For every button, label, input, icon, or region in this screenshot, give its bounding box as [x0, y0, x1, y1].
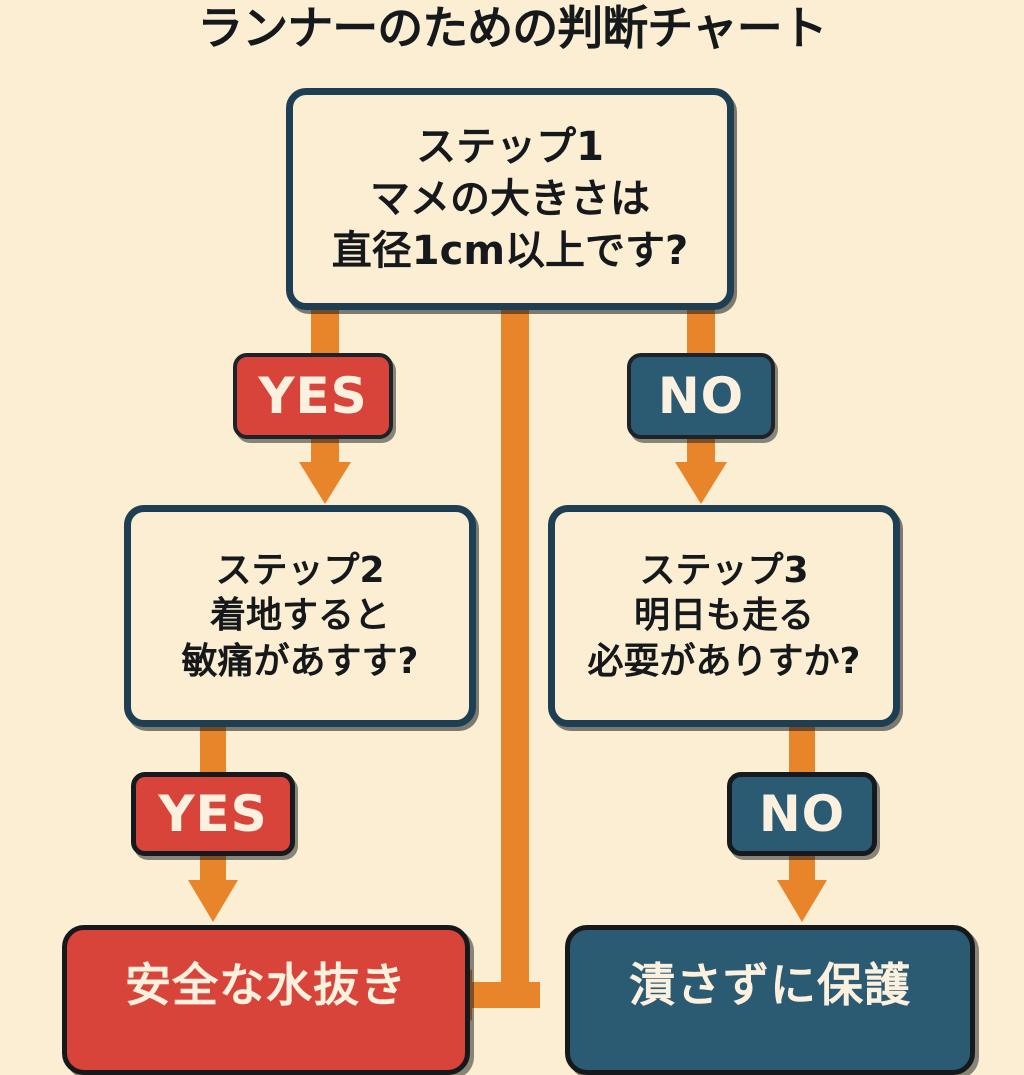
- step3-line-2: 明日も走る: [633, 595, 814, 637]
- edge-step3-no-arrowhead: [777, 880, 827, 922]
- edge-center-to-drain-line: [470, 982, 540, 1008]
- step1-line-3: 直径1cm以上です?: [331, 228, 689, 274]
- result-box-safe-drain[interactable]: 安全な水抜き: [62, 925, 470, 1075]
- badge-no-step3[interactable]: NO: [727, 772, 877, 856]
- step3-line-3: 必耍がありすか?: [587, 640, 861, 682]
- edge-step2-yes-arrowhead: [188, 880, 238, 922]
- badge-yes-step2-label: YES: [158, 785, 268, 843]
- step1-line-2: マメの大きさは: [370, 176, 650, 222]
- badge-yes-step1-label: YES: [258, 367, 368, 425]
- badge-yes-step1[interactable]: YES: [233, 353, 393, 439]
- badge-yes-step2[interactable]: YES: [131, 772, 295, 856]
- step2-line-1: ステップ2: [215, 549, 385, 591]
- page-title: ランナーのための判断チャート: [197, 1, 828, 55]
- decision-box-step3[interactable]: ステップ3 明日も走る 必耍がありすか?: [548, 505, 900, 727]
- badge-no-step1-label: NO: [657, 367, 745, 425]
- decision-box-step2[interactable]: ステップ2 着地すると 敏痛があすす?: [124, 505, 476, 727]
- edge-step1-center-line: [501, 306, 529, 996]
- step2-line-3: 敏痛があすす?: [181, 640, 419, 682]
- step1-line-1: ステップ1: [416, 124, 604, 170]
- badge-no-step3-label: NO: [758, 785, 846, 843]
- result-box-protect-label: 漬さずに保護: [629, 958, 911, 1012]
- edge-step1-no-arrowhead: [675, 462, 727, 504]
- edge-step1-yes-arrowhead: [299, 462, 351, 504]
- badge-no-step1[interactable]: NO: [627, 353, 775, 439]
- result-box-safe-drain-label: 安全な水抜き: [125, 958, 407, 1012]
- result-box-protect[interactable]: 漬さずに保護: [565, 925, 975, 1075]
- step2-line-2: 着地すると: [209, 595, 390, 637]
- flowchart-canvas: ランナーのための判断チャート ステップ1 マメの大きさは 直径1cm以上です?: [62, 1, 975, 1075]
- decision-box-step1[interactable]: ステップ1 マメの大きさは 直径1cm以上です?: [286, 88, 734, 310]
- step3-line-1: ステップ3: [639, 549, 809, 591]
